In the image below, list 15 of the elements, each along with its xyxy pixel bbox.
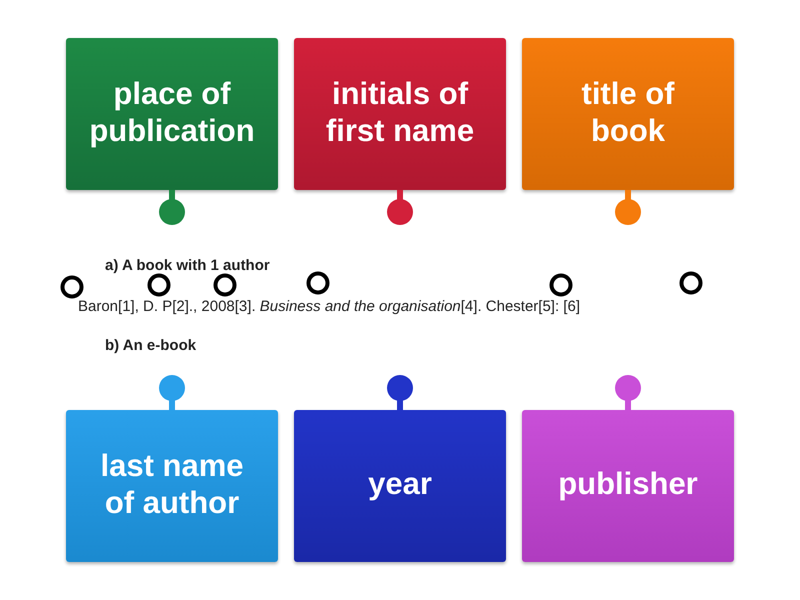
section-heading: a) A book with 1 author [105,257,270,274]
section-heading: b) An e-book [105,337,196,354]
answer-card-background [522,410,734,562]
card-label: title of book [580,74,676,150]
answer-card-background [66,410,278,562]
answer-card-background [294,38,506,190]
card-label: place of publication [88,74,256,150]
card-label: initials of first name [324,74,476,150]
citation-text: Baron[1], D. P[2]., 2008[3]. Business and the organisation[4]. Chester[5]: [6] [78,298,580,315]
card-label: last name of author [99,446,244,522]
card-label: year [368,465,432,503]
answer-card-background [522,38,734,190]
card-label: publisher [558,465,698,503]
answer-card-background [294,410,506,562]
answer-card-background [66,38,278,190]
